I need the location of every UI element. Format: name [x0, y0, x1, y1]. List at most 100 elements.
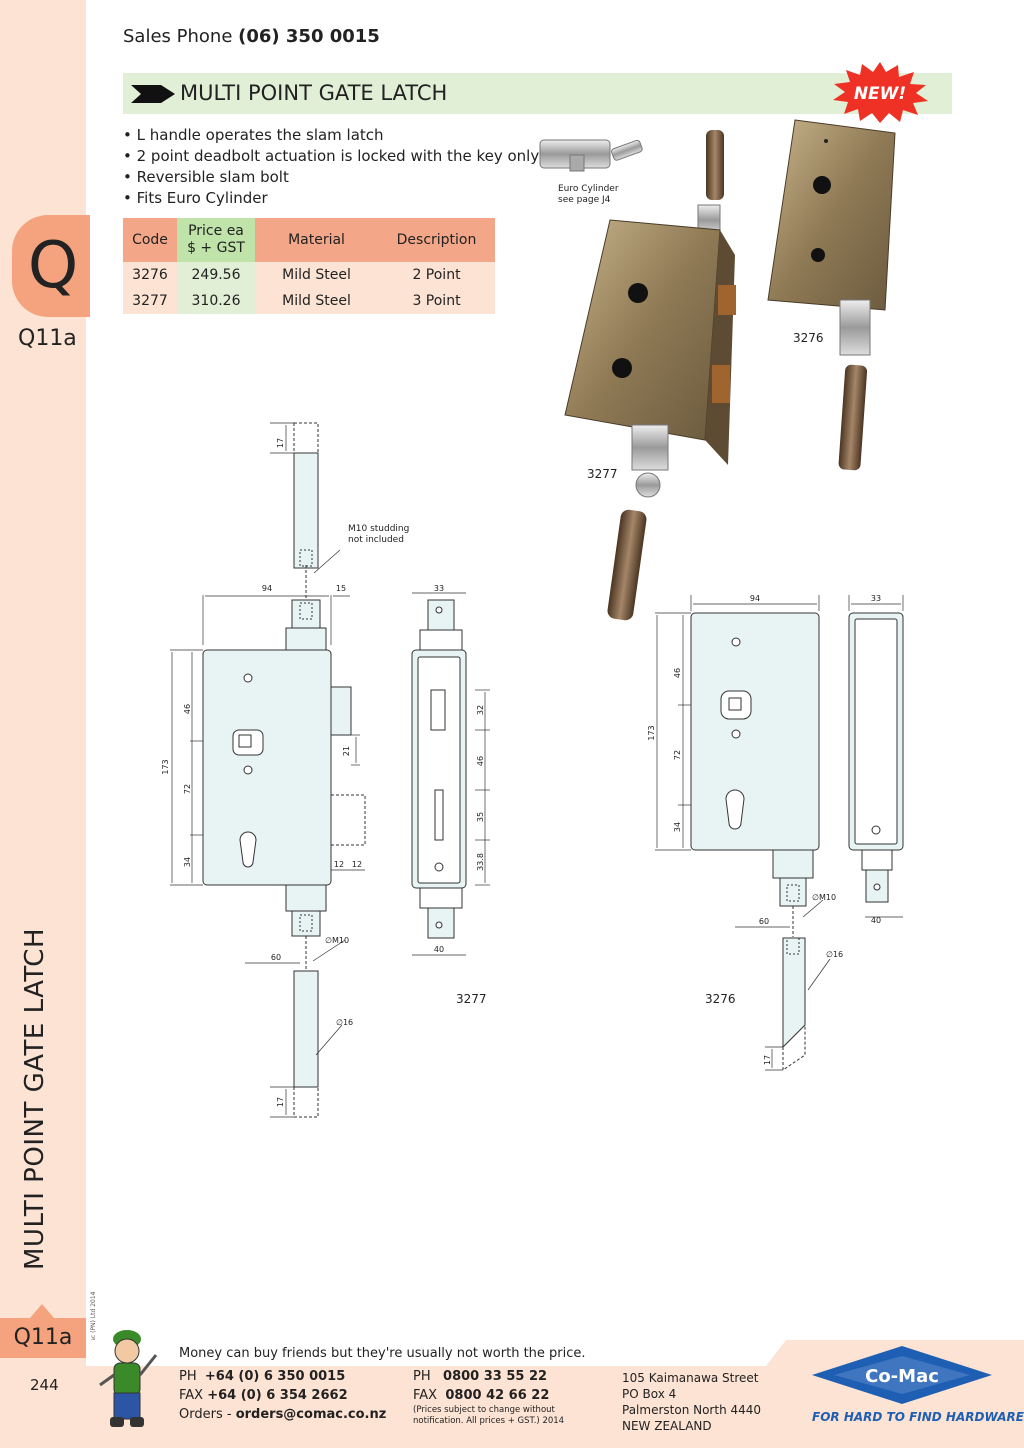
dim-side-33: 33 [434, 584, 444, 593]
table-row: 3277 310.26 Mild Steel 3 Point [123, 288, 495, 314]
ph2-number: 0800 33 55 22 [443, 1369, 548, 1384]
dim-side-40: 40 [871, 916, 881, 925]
ph-number: +64 (0) 6 350 0015 [204, 1369, 346, 1384]
dim-side-338: 33.8 [476, 853, 485, 871]
dim-m10: ∅M10 [325, 936, 349, 945]
cell-price: 310.26 [177, 288, 255, 314]
footer-quote: Money can buy friends but they're usuall… [179, 1346, 586, 1361]
dim-21: 21 [342, 746, 351, 756]
address-line: NEW ZEALAND [622, 1419, 712, 1433]
fax-number: +64 (0) 6 354 2662 [207, 1388, 348, 1403]
header-material: Material [255, 218, 378, 262]
dim-side-40: 40 [434, 945, 444, 954]
footer-contact-col: PH +64 (0) 6 350 0015 FAX +64 (0) 6 354 … [179, 1367, 386, 1424]
footer-address: 105 Kaimanawa Street PO Box 4 Palmerston… [622, 1370, 761, 1434]
dim-34: 34 [673, 822, 682, 832]
logo-text: Co-Mac [865, 1366, 939, 1387]
cell-description: 2 Point [378, 262, 495, 288]
section-tab: Q [12, 215, 90, 317]
footer-orders: Orders - orders@comac.co.nz [179, 1405, 386, 1424]
drawing-label-3276: 3276 [705, 992, 736, 1006]
page-title: MULTI POINT GATE LATCH [180, 81, 448, 105]
dim-bottom-17: 17 [276, 1097, 285, 1107]
latch-3277-photo [564, 130, 736, 621]
dim-width-94: 94 [750, 594, 760, 603]
slanted-rod [782, 937, 806, 1049]
footer-freefax: FAX 0800 42 66 22 [413, 1386, 549, 1405]
photo-label-3276: 3276 [793, 331, 824, 345]
note-line2: notification. All prices + GST.) 2014 [413, 1416, 565, 1426]
feature-list: L handle operates the slam latch 2 point… [123, 125, 540, 209]
rod-bottom [293, 970, 319, 1088]
dim-46: 46 [183, 704, 192, 714]
arrow-icon [131, 85, 175, 103]
m10-note: M10 studding not included [348, 524, 409, 546]
title-bar: MULTI POINT GATE LATCH [123, 73, 952, 114]
header-price-line2: $ + GST [187, 240, 245, 256]
dim-side-33: 33 [871, 594, 881, 603]
price-table: Code Price ea $ + GST Material Descripti… [123, 218, 495, 314]
cell-material: Mild Steel [255, 288, 378, 314]
address-line: 105 Kaimanawa Street [622, 1371, 759, 1385]
section-code: Q11a [18, 326, 77, 351]
dim-height-173: 173 [161, 759, 170, 774]
fax2-number: 0800 42 66 22 [445, 1388, 550, 1403]
logo-tagline: FOR HARD TO FIND HARDWARE [812, 1410, 1024, 1424]
dim-60: 60 [271, 953, 281, 962]
vertical-section-title: MULTI POINT GATE LATCH [20, 928, 50, 1270]
fax2-label: FAX [413, 1388, 438, 1403]
footer-wave [86, 1340, 786, 1366]
feature-item: 2 point deadbolt actuation is locked wit… [123, 146, 540, 167]
starburst-icon [833, 62, 928, 123]
euro-cylinder-photo [539, 139, 643, 172]
feature-item: Fits Euro Cylinder [123, 188, 539, 209]
drawing-3277: 17 94 15 173 46 72 34 21 12 12 ∅M10 60 ∅… [161, 422, 490, 1118]
fax-label: FAX [179, 1388, 204, 1403]
dim-16: ∅16 [826, 950, 843, 959]
latch-3276-photo [767, 119, 896, 471]
dim-72: 72 [183, 784, 192, 794]
cell-description: 3 Point [378, 288, 495, 314]
comac-logo: Co-Mac [812, 1346, 992, 1404]
feature-item: Reversible slam bolt [123, 167, 539, 188]
rod-top [293, 452, 319, 569]
new-badge: NEW! [833, 62, 928, 123]
address-line: PO Box 4 [622, 1387, 677, 1401]
rod-top-extension [293, 422, 319, 454]
m10-note-line2: not included [348, 535, 404, 545]
dim-side-35: 35 [476, 812, 485, 822]
dim-top-17: 17 [276, 438, 285, 448]
feature-item: L handle operates the slam latch [123, 125, 539, 146]
dim-17: 17 [763, 1055, 772, 1065]
drawing-3276: 94 33 46 173 72 34 ∅M10 60 40 ∅16 17 [647, 594, 904, 1071]
footer-freephone-col: PH 0800 33 55 22 FAX 0800 42 66 22 [413, 1367, 549, 1405]
footer-fax: FAX +64 (0) 6 354 2662 [179, 1386, 386, 1405]
dim-height-173: 173 [647, 725, 656, 740]
table-header-row: Code Price ea $ + GST Material Descripti… [123, 218, 495, 262]
note-line1: (Prices subject to change without [413, 1405, 555, 1415]
address-line: Palmerston North 4440 [622, 1403, 762, 1417]
euro-cylinder-ref: see page J4 [558, 195, 611, 205]
sales-phone-label: Sales Phone [123, 26, 233, 47]
dim-side-32: 32 [476, 705, 485, 715]
new-badge-text: NEW! [854, 84, 906, 104]
dim-side-46: 46 [476, 756, 485, 766]
header-price: Price ea $ + GST [177, 218, 255, 262]
dim-60: 60 [759, 917, 769, 926]
orders-email[interactable]: orders@comac.co.nz [235, 1407, 387, 1422]
cell-code: 3277 [123, 288, 177, 314]
page-number: 244 [30, 1376, 59, 1394]
dim-width-15: 15 [336, 584, 346, 593]
cell-code: 3276 [123, 262, 177, 288]
dim-16: ∅16 [336, 1018, 353, 1027]
photo-label-3277: 3277 [587, 467, 618, 481]
euro-cylinder-label: Euro Cylinder see page J4 [558, 184, 619, 206]
lock-body [202, 649, 332, 886]
bottom-section-code: Q11a [0, 1318, 86, 1358]
dim-46: 46 [673, 668, 682, 678]
footer-freephone: PH 0800 33 55 22 [413, 1367, 549, 1386]
drawing-label-3277: 3277 [456, 992, 487, 1006]
header-price-line1: Price ea [188, 223, 244, 239]
bottom-tab-notch [30, 1304, 54, 1318]
dim-72: 72 [673, 750, 682, 760]
